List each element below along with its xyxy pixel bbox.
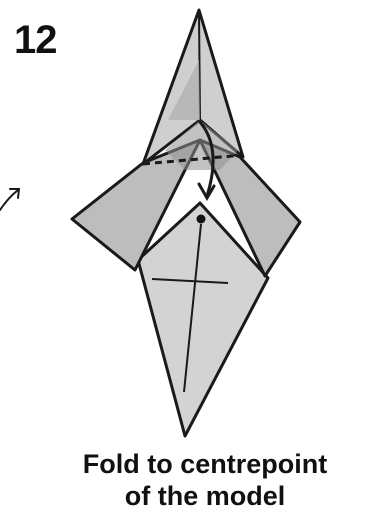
instruction-line-1: Fold to centrepoint <box>40 451 370 478</box>
instruction-line-2: of the model <box>40 483 370 510</box>
centrepoint-dot <box>197 215 206 224</box>
turn-over-arrow-icon <box>0 189 19 210</box>
